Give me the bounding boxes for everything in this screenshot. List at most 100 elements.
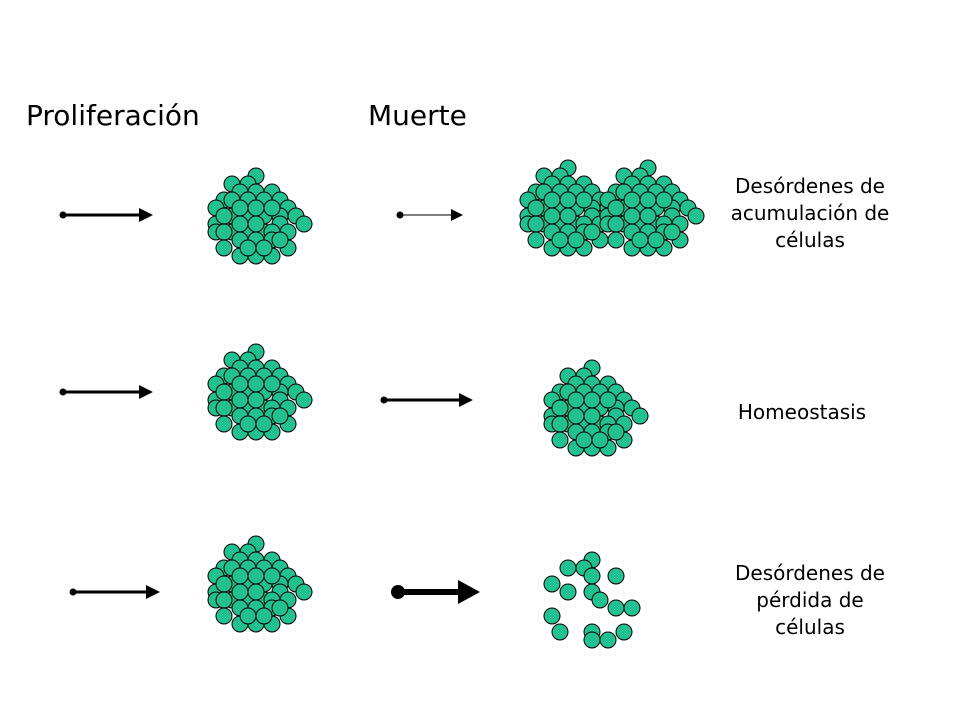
cell-cluster-accumulation-right (599, 159, 705, 257)
death-arrow-row1-thin (396, 209, 463, 221)
outcome-line: Desórdenes de (735, 561, 885, 585)
cell (591, 431, 609, 449)
cell (271, 599, 289, 617)
cell (551, 431, 569, 449)
arrow-head (459, 393, 473, 407)
cell (231, 567, 249, 585)
outcome-line: células (775, 228, 845, 252)
cell (567, 407, 585, 425)
outcome-line: Homeostasis (737, 400, 867, 424)
cell (559, 191, 577, 209)
cell (607, 599, 625, 617)
cell (663, 223, 681, 241)
cell (215, 575, 233, 593)
cell (239, 415, 257, 433)
arrow-head (139, 208, 153, 222)
cell (551, 399, 569, 417)
cell (607, 423, 625, 441)
death-arrow-row3-thick (391, 580, 480, 604)
cell (271, 231, 289, 249)
cell (255, 607, 273, 625)
proliferation-heading: Proliferación (26, 99, 200, 132)
cell (607, 215, 625, 233)
cell (639, 191, 657, 209)
cell (575, 191, 593, 209)
outcome-line: Desórdenes de (735, 174, 885, 198)
cell (231, 583, 249, 601)
cell (575, 431, 593, 449)
cell (623, 191, 641, 209)
cell (247, 567, 265, 585)
cell (239, 607, 257, 625)
cell (255, 415, 273, 433)
cell (215, 207, 233, 225)
cell-cluster-proliferation-row2 (207, 343, 313, 441)
death-heading: Muerte (368, 99, 467, 132)
cell (527, 215, 545, 233)
cell (271, 407, 289, 425)
cell (591, 591, 609, 609)
cell (239, 239, 257, 257)
outcome-line: pérdida de (756, 588, 864, 612)
cell (559, 583, 577, 601)
cell (543, 207, 561, 225)
cell-cluster-homeostasis (543, 359, 649, 457)
proliferation-arrow-row1 (59, 208, 153, 222)
outcome-line: acumulación de (730, 201, 890, 225)
cell-cluster-accumulation-left (519, 159, 625, 257)
cell (263, 567, 281, 585)
cell (215, 415, 233, 433)
cell (255, 239, 273, 257)
cell (231, 199, 249, 217)
cell (231, 375, 249, 393)
proliferation-arrow-row3 (69, 585, 160, 599)
cell (599, 391, 617, 409)
cell (263, 375, 281, 393)
cell (551, 623, 569, 641)
cell (295, 391, 313, 409)
cell (687, 207, 705, 225)
cell (583, 391, 601, 409)
death-arrow-row2 (380, 393, 473, 407)
cell (567, 231, 585, 249)
cell (263, 199, 281, 217)
outcome-loss-label: Desórdenes de pérdida de células (700, 560, 920, 641)
cell (215, 399, 233, 417)
arrow-head (451, 209, 463, 221)
cell (615, 623, 633, 641)
cell (247, 199, 265, 217)
cell (231, 215, 249, 233)
cell (607, 199, 625, 217)
cell (647, 231, 665, 249)
cell (599, 631, 617, 649)
cell (583, 223, 601, 241)
cell-cluster-proliferation-row1 (207, 167, 313, 265)
cell (583, 407, 601, 425)
outcome-accumulation-label: Desórdenes de acumulación de células (700, 173, 920, 254)
cell (623, 207, 641, 225)
cell (639, 207, 657, 225)
cell (559, 559, 577, 577)
outcome-line: células (775, 615, 845, 639)
cell (247, 583, 265, 601)
cell (559, 207, 577, 225)
cell (543, 575, 561, 593)
arrow-head (458, 580, 480, 604)
cell (543, 191, 561, 209)
cell-cluster-proliferation-row3 (207, 535, 313, 633)
cell (215, 239, 233, 257)
cell (295, 583, 313, 601)
cell (215, 591, 233, 609)
proliferation-arrow-row2 (59, 385, 153, 399)
cell (551, 231, 569, 249)
cell (527, 199, 545, 217)
cell (583, 567, 601, 585)
cell (215, 607, 233, 625)
cell (215, 223, 233, 241)
cell (631, 231, 649, 249)
cell (551, 415, 569, 433)
cell (527, 231, 545, 249)
outcome-homeostasis-label: Homeostasis (692, 399, 912, 426)
cell (295, 215, 313, 233)
